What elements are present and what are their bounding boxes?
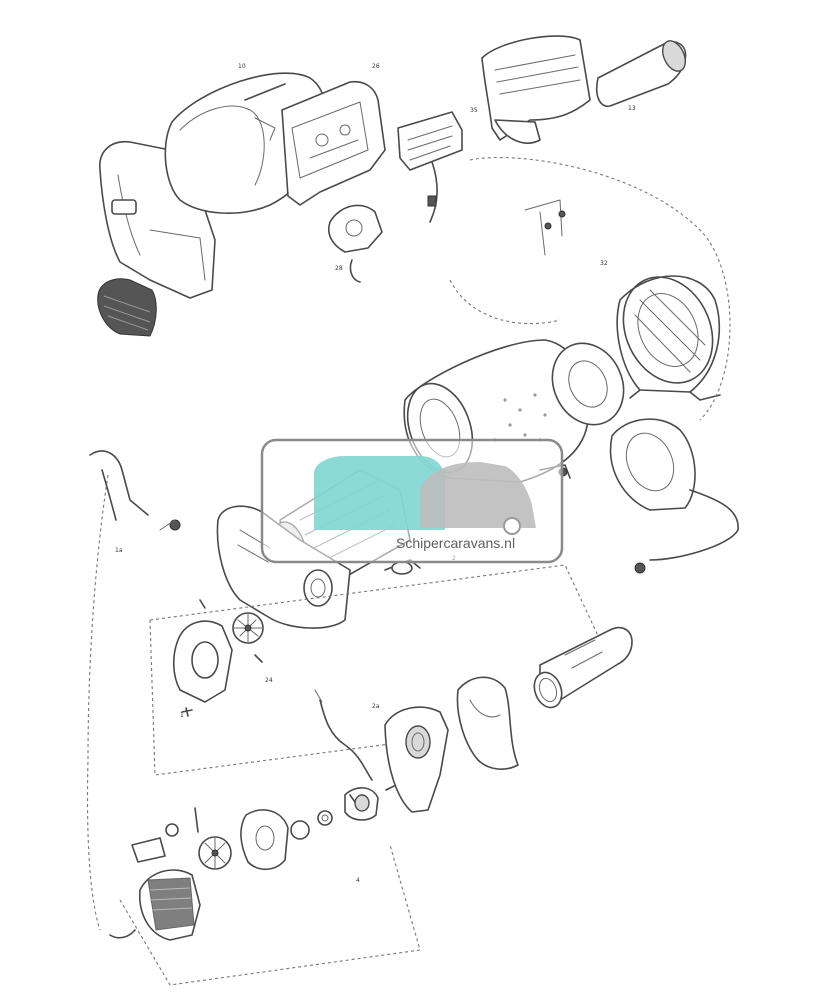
fan-intake-group	[149, 564, 633, 813]
watermark-text: Schipercaravans.nl	[396, 535, 515, 551]
callout-label: 35	[470, 107, 478, 114]
caravan-logo-icon	[314, 456, 445, 530]
callout-label: 32	[600, 260, 608, 267]
outer-casing-group	[97, 72, 386, 337]
callout-label: 1	[180, 712, 184, 719]
wheel-icon	[503, 517, 521, 535]
callout-label: 2a	[372, 703, 380, 710]
watermark: Schipercaravans.nl	[260, 438, 564, 564]
callout-label: 26	[372, 63, 380, 70]
small-fittings	[328, 199, 566, 283]
callout-label: 10	[238, 63, 246, 70]
callout-label: 1a	[115, 547, 123, 554]
callout-label: 24	[265, 677, 273, 684]
callout-label: 4	[356, 877, 360, 884]
control-board-group	[397, 35, 687, 223]
callout-label: 13	[628, 105, 636, 112]
car-logo-icon	[420, 462, 536, 528]
callout-label: 28	[335, 265, 343, 272]
part-callouts: 10 26 35 13 28 32 1a 2 24 1 2a 4	[115, 63, 636, 884]
valve-fan-group	[86, 474, 421, 986]
